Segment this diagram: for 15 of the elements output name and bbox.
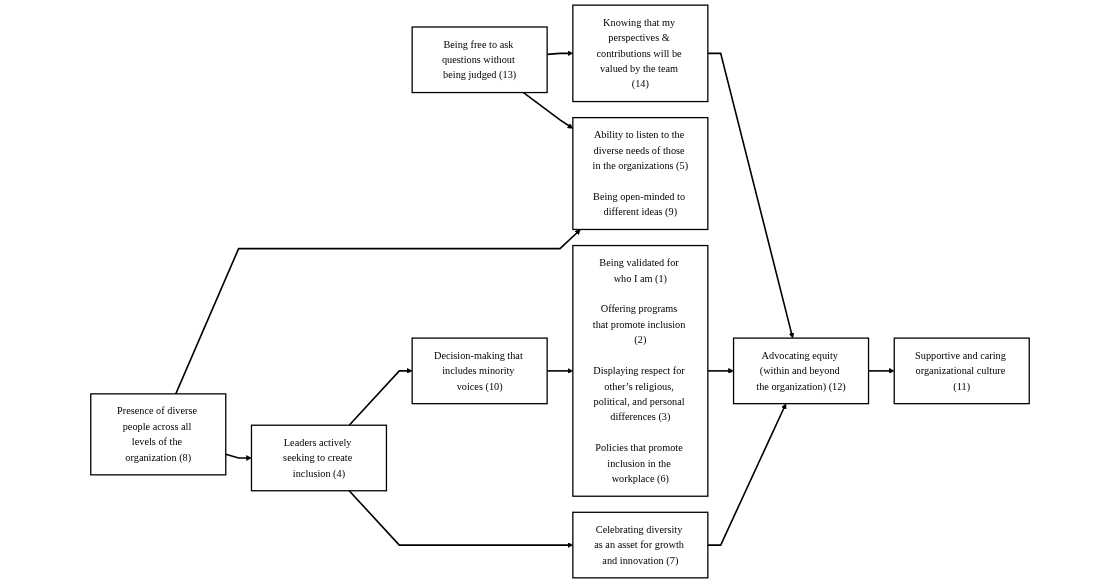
arrow <box>707 368 734 374</box>
node-box: Being validated for who I am (1) Offering programs that promote inclusion (2) Displaying respect for other’s religious, political, and personal differences (3) Policies that promote inclusion in the workplace (6) <box>572 244 709 497</box>
arrow <box>707 403 787 546</box>
arrow <box>348 368 413 426</box>
node-box: Advocating equity (within and beyond the organization) (12) <box>732 337 870 405</box>
arrow <box>174 229 581 395</box>
node-box: Decision-making that includes minority voices (10) <box>411 337 548 405</box>
arrow <box>707 52 795 339</box>
node-box: Leaders actively seeking to create inclusion (4) <box>250 424 388 492</box>
node-box: Knowing that my perspectives & contributions will be valued by the team (14) <box>572 4 709 103</box>
node-box: Being free to ask questions without being judged (13) <box>411 26 548 94</box>
node-box: Ability to listen to the diverse needs of those in the organizations (5) Being open-minded to different ideas (9) <box>572 117 709 231</box>
node-box: Celebrating diversity as an asset for growth and innovation (7) <box>572 511 709 579</box>
node-box: Presence of diverse people across all levels of the organization (8) <box>90 393 227 476</box>
node-box: Supportive and caring organizational culture (11) <box>893 337 1030 405</box>
